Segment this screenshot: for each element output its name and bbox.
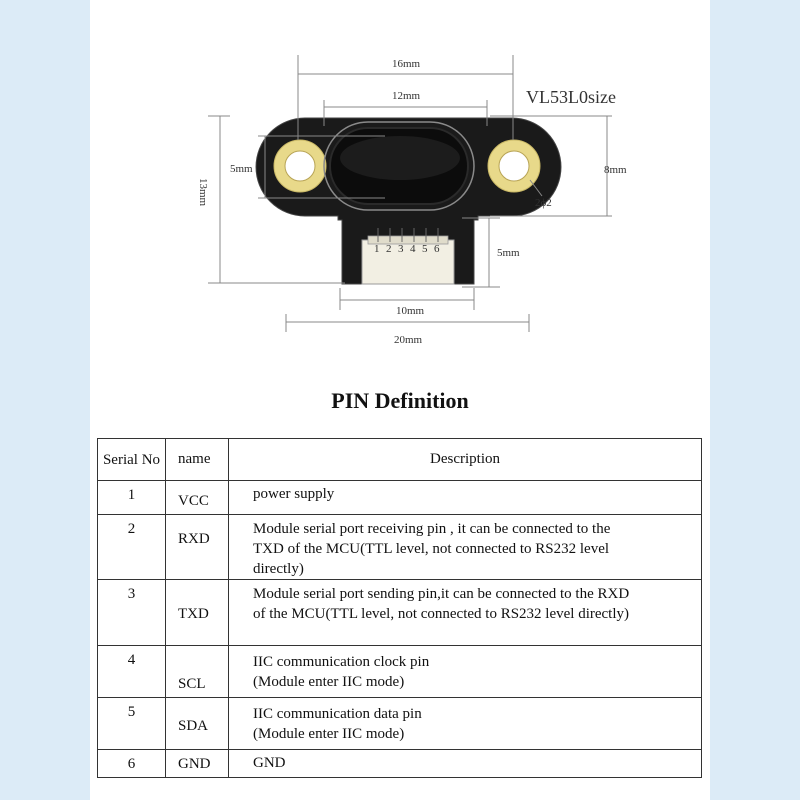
header-serial: Serial No	[97, 438, 166, 481]
pin-definition-table: Serial No name Description 1 VCC power s…	[97, 438, 702, 778]
row-name: VCC	[165, 480, 229, 515]
pin-name: TXD	[178, 606, 209, 622]
row-serial: 4	[97, 645, 166, 698]
dim-label-10mm: 10mm	[396, 305, 425, 317]
table-row: 2 RXD Module serial port receiving pin ,…	[97, 514, 702, 580]
connector-pin-label: 3	[398, 243, 404, 255]
row-name: RXD	[165, 514, 229, 580]
table-row: 5 SDA IIC communication data pin (Module…	[97, 697, 702, 750]
pin-name: VCC	[178, 493, 209, 509]
dim-label-hole-diameter: 2ϕ2	[535, 197, 552, 209]
connector-pin-label: 4	[410, 243, 416, 255]
table-row: 6 GND GND	[97, 749, 702, 778]
table-header-row: Serial No name Description	[97, 438, 702, 481]
dim-label-16mm: 16mm	[392, 58, 421, 70]
dim-label-5mm-connector: 5mm	[497, 247, 520, 259]
dim-label-20mm: 20mm	[394, 334, 423, 346]
sensor-window	[323, 121, 475, 211]
pin-name: RXD	[178, 531, 210, 547]
table-row: 1 VCC power supply	[97, 480, 702, 515]
row-description: Module serial port sending pin,it can be…	[228, 579, 702, 646]
row-serial: 3	[97, 579, 166, 646]
dimension-lines	[208, 55, 612, 332]
dim-label-5mm-holes: 5mm	[230, 163, 253, 175]
row-description: IIC communication clock pin (Module ente…	[228, 645, 702, 698]
pin-name: SCL	[178, 676, 206, 692]
row-description: IIC communication data pin (Module enter…	[228, 697, 702, 750]
connector-pin-label: 6	[434, 243, 440, 255]
mounting-hole-right	[487, 139, 541, 193]
mounting-hole-left	[273, 139, 327, 193]
table-row: 3 TXD Module serial port sending pin,it …	[97, 579, 702, 646]
module-dimension-diagram: 1 2 3 4 5 6	[197, 55, 627, 346]
row-description: GND	[228, 749, 702, 778]
row-name: SDA	[165, 697, 229, 750]
connector-pin-label: 5	[422, 243, 428, 255]
row-serial: 2	[97, 514, 166, 580]
row-name: TXD	[165, 579, 229, 646]
connector-pin-label: 1	[374, 243, 380, 255]
pin-name: SDA	[178, 718, 209, 734]
row-serial: 1	[97, 480, 166, 515]
dim-label-8mm: 8mm	[604, 164, 627, 176]
header-description: Description	[228, 438, 702, 481]
connector-pin-label: 2	[386, 243, 392, 255]
row-name: GND	[165, 749, 229, 778]
dim-label-12mm: 12mm	[392, 90, 421, 102]
row-description: Module serial port receiving pin , it ca…	[228, 514, 702, 580]
table-row: 4 SCL IIC communication clock pin (Modul…	[97, 645, 702, 698]
connector-header: 1 2 3 4 5 6	[361, 228, 455, 285]
row-serial: 6	[97, 749, 166, 778]
dim-label-13mm: 13mm	[197, 178, 209, 207]
header-name: name	[165, 438, 229, 481]
pin-name: GND	[178, 756, 211, 772]
row-name: SCL	[165, 645, 229, 698]
pin-definition-title: PIN Definition	[331, 388, 469, 413]
row-description: power supply	[228, 480, 702, 515]
diagram-title: VL53L0size	[526, 87, 616, 107]
row-serial: 5	[97, 697, 166, 750]
